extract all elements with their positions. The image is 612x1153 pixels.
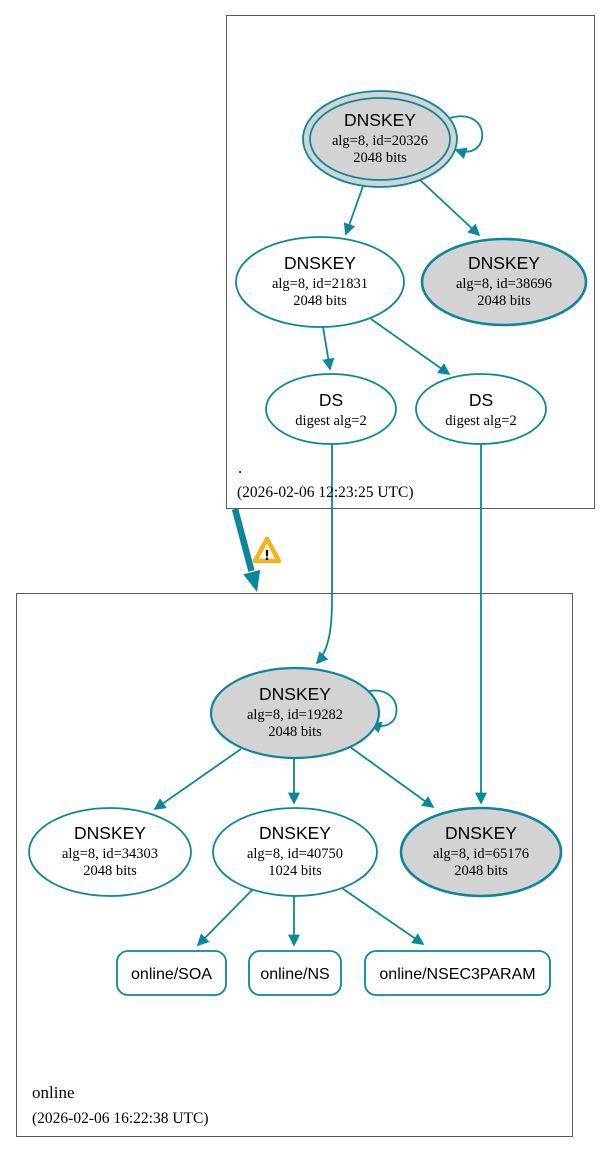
node-detail1: digest alg=2: [295, 413, 366, 429]
root-zone-cluster-box: [226, 15, 595, 509]
rrset-node-nsec3param[interactable]: online/NSEC3PARAM: [364, 950, 551, 996]
online-zone-cluster-box: [16, 593, 573, 1137]
node-title: DNSKEY: [74, 823, 146, 843]
node-title: DS: [469, 390, 493, 410]
edge-zsk21831-to-ds-right: [370, 318, 451, 375]
node-detail1: alg=8, id=38696: [456, 276, 552, 292]
dnskey-node-34303[interactable]: DNSKEY alg=8, id=34303 2048 bits: [28, 807, 192, 897]
edges-root-zone: [322, 115, 484, 375]
edges-online-zone: [153, 689, 435, 947]
root-zone-timestamp: (2026-02-06 12:23:25 UTC): [237, 484, 414, 501]
node-title: DNSKEY: [284, 253, 356, 273]
node-inner-ring: [309, 97, 451, 181]
warning-glyph: !: [264, 549, 270, 564]
ds-node-left[interactable]: DS digest alg=2: [265, 373, 397, 445]
edge-zsk40750-to-nsec3param: [335, 883, 425, 945]
node-title: DNSKEY: [445, 823, 517, 843]
root-zone-label: .: [238, 458, 242, 477]
edge-zone-delegation-arrowhead: [243, 569, 261, 592]
node-detail1: alg=8, id=21831: [272, 276, 368, 292]
edge-zsk21831-to-ds-left: [322, 326, 335, 371]
node-ellipse: [420, 237, 588, 327]
edge-ksk20326-selfsign: [449, 115, 484, 159]
node-detail2: 1024 bits: [268, 863, 322, 879]
rrset-node-soa[interactable]: online/SOA: [116, 950, 227, 996]
edge-ksk19282-to-key65176: [345, 743, 435, 808]
online-zone-timestamp: (2026-02-06 16:22:38 UTC): [32, 1110, 209, 1127]
rrset-rect: [364, 950, 551, 996]
edges-cross-zone: [231, 444, 487, 805]
rrset-label: online/NSEC3PARAM: [379, 966, 535, 983]
node-detail1: alg=8, id=34303: [62, 846, 158, 862]
rrset-rect: [116, 950, 227, 996]
node-detail2: 2048 bits: [353, 150, 407, 166]
edge-ds-left-to-ksk19282: [315, 444, 333, 665]
node-title: DNSKEY: [259, 684, 331, 704]
dnskey-node-20326[interactable]: DNSKEY alg=8, id=20326 2048 bits: [302, 90, 458, 188]
node-detail2: 2048 bits: [293, 293, 347, 309]
node-ellipse: [399, 806, 563, 898]
node-title: DNSKEY: [259, 823, 331, 843]
node-ellipse: [209, 666, 381, 760]
node-title: DNSKEY: [468, 253, 540, 273]
edge-ksk20326-to-key38696: [419, 179, 481, 237]
edge-zone-delegation-thick: [231, 508, 255, 572]
edge-ksk20326-to-zsk21831: [343, 185, 364, 236]
node-detail1: digest alg=2: [445, 413, 516, 429]
edge-ksk19282-selfsign: [364, 689, 398, 734]
node-detail1: alg=8, id=65176: [433, 846, 529, 862]
node-detail1: alg=8, id=40750: [247, 846, 343, 862]
rrset-label: online/SOA: [131, 966, 212, 983]
warning-triangle: [252, 536, 282, 564]
node-ellipse: [28, 807, 192, 897]
rrset-rect: [248, 950, 342, 996]
rrset-label: online/NS: [260, 966, 329, 983]
node-detail2: 2048 bits: [454, 863, 508, 879]
dnskey-node-19282[interactable]: DNSKEY alg=8, id=19282 2048 bits: [209, 666, 381, 760]
online-zone-label: online: [32, 1083, 75, 1102]
dnskey-node-21831[interactable]: DNSKEY alg=8, id=21831 2048 bits: [235, 236, 405, 328]
node-title: DS: [319, 390, 343, 410]
dnskey-node-65176[interactable]: DNSKEY alg=8, id=65176 2048 bits: [399, 806, 563, 898]
rrset-node-ns[interactable]: online/NS: [248, 950, 342, 996]
node-detail2: 2048 bits: [83, 863, 137, 879]
dnskey-node-40750[interactable]: DNSKEY alg=8, id=40750 1024 bits: [212, 807, 378, 897]
node-ellipse: [265, 373, 397, 445]
warning-icon[interactable]: !: [252, 536, 282, 564]
node-ellipse: [235, 236, 405, 328]
node-detail2: 2048 bits: [268, 724, 322, 740]
node-title: DNSKEY: [344, 110, 416, 130]
node-ellipse: [212, 807, 378, 897]
node-ellipse: [415, 373, 547, 445]
node-detail1: alg=8, id=20326: [332, 133, 428, 149]
edge-zsk40750-to-soa: [196, 883, 259, 947]
node-outer-ring: [302, 90, 458, 188]
node-detail1: alg=8, id=19282: [247, 707, 343, 723]
dnskey-node-38696[interactable]: DNSKEY alg=8, id=38696 2048 bits: [420, 237, 588, 327]
ds-node-right[interactable]: DS digest alg=2: [415, 373, 547, 445]
node-detail2: 2048 bits: [477, 293, 531, 309]
edge-ksk19282-to-key34303: [153, 748, 242, 810]
